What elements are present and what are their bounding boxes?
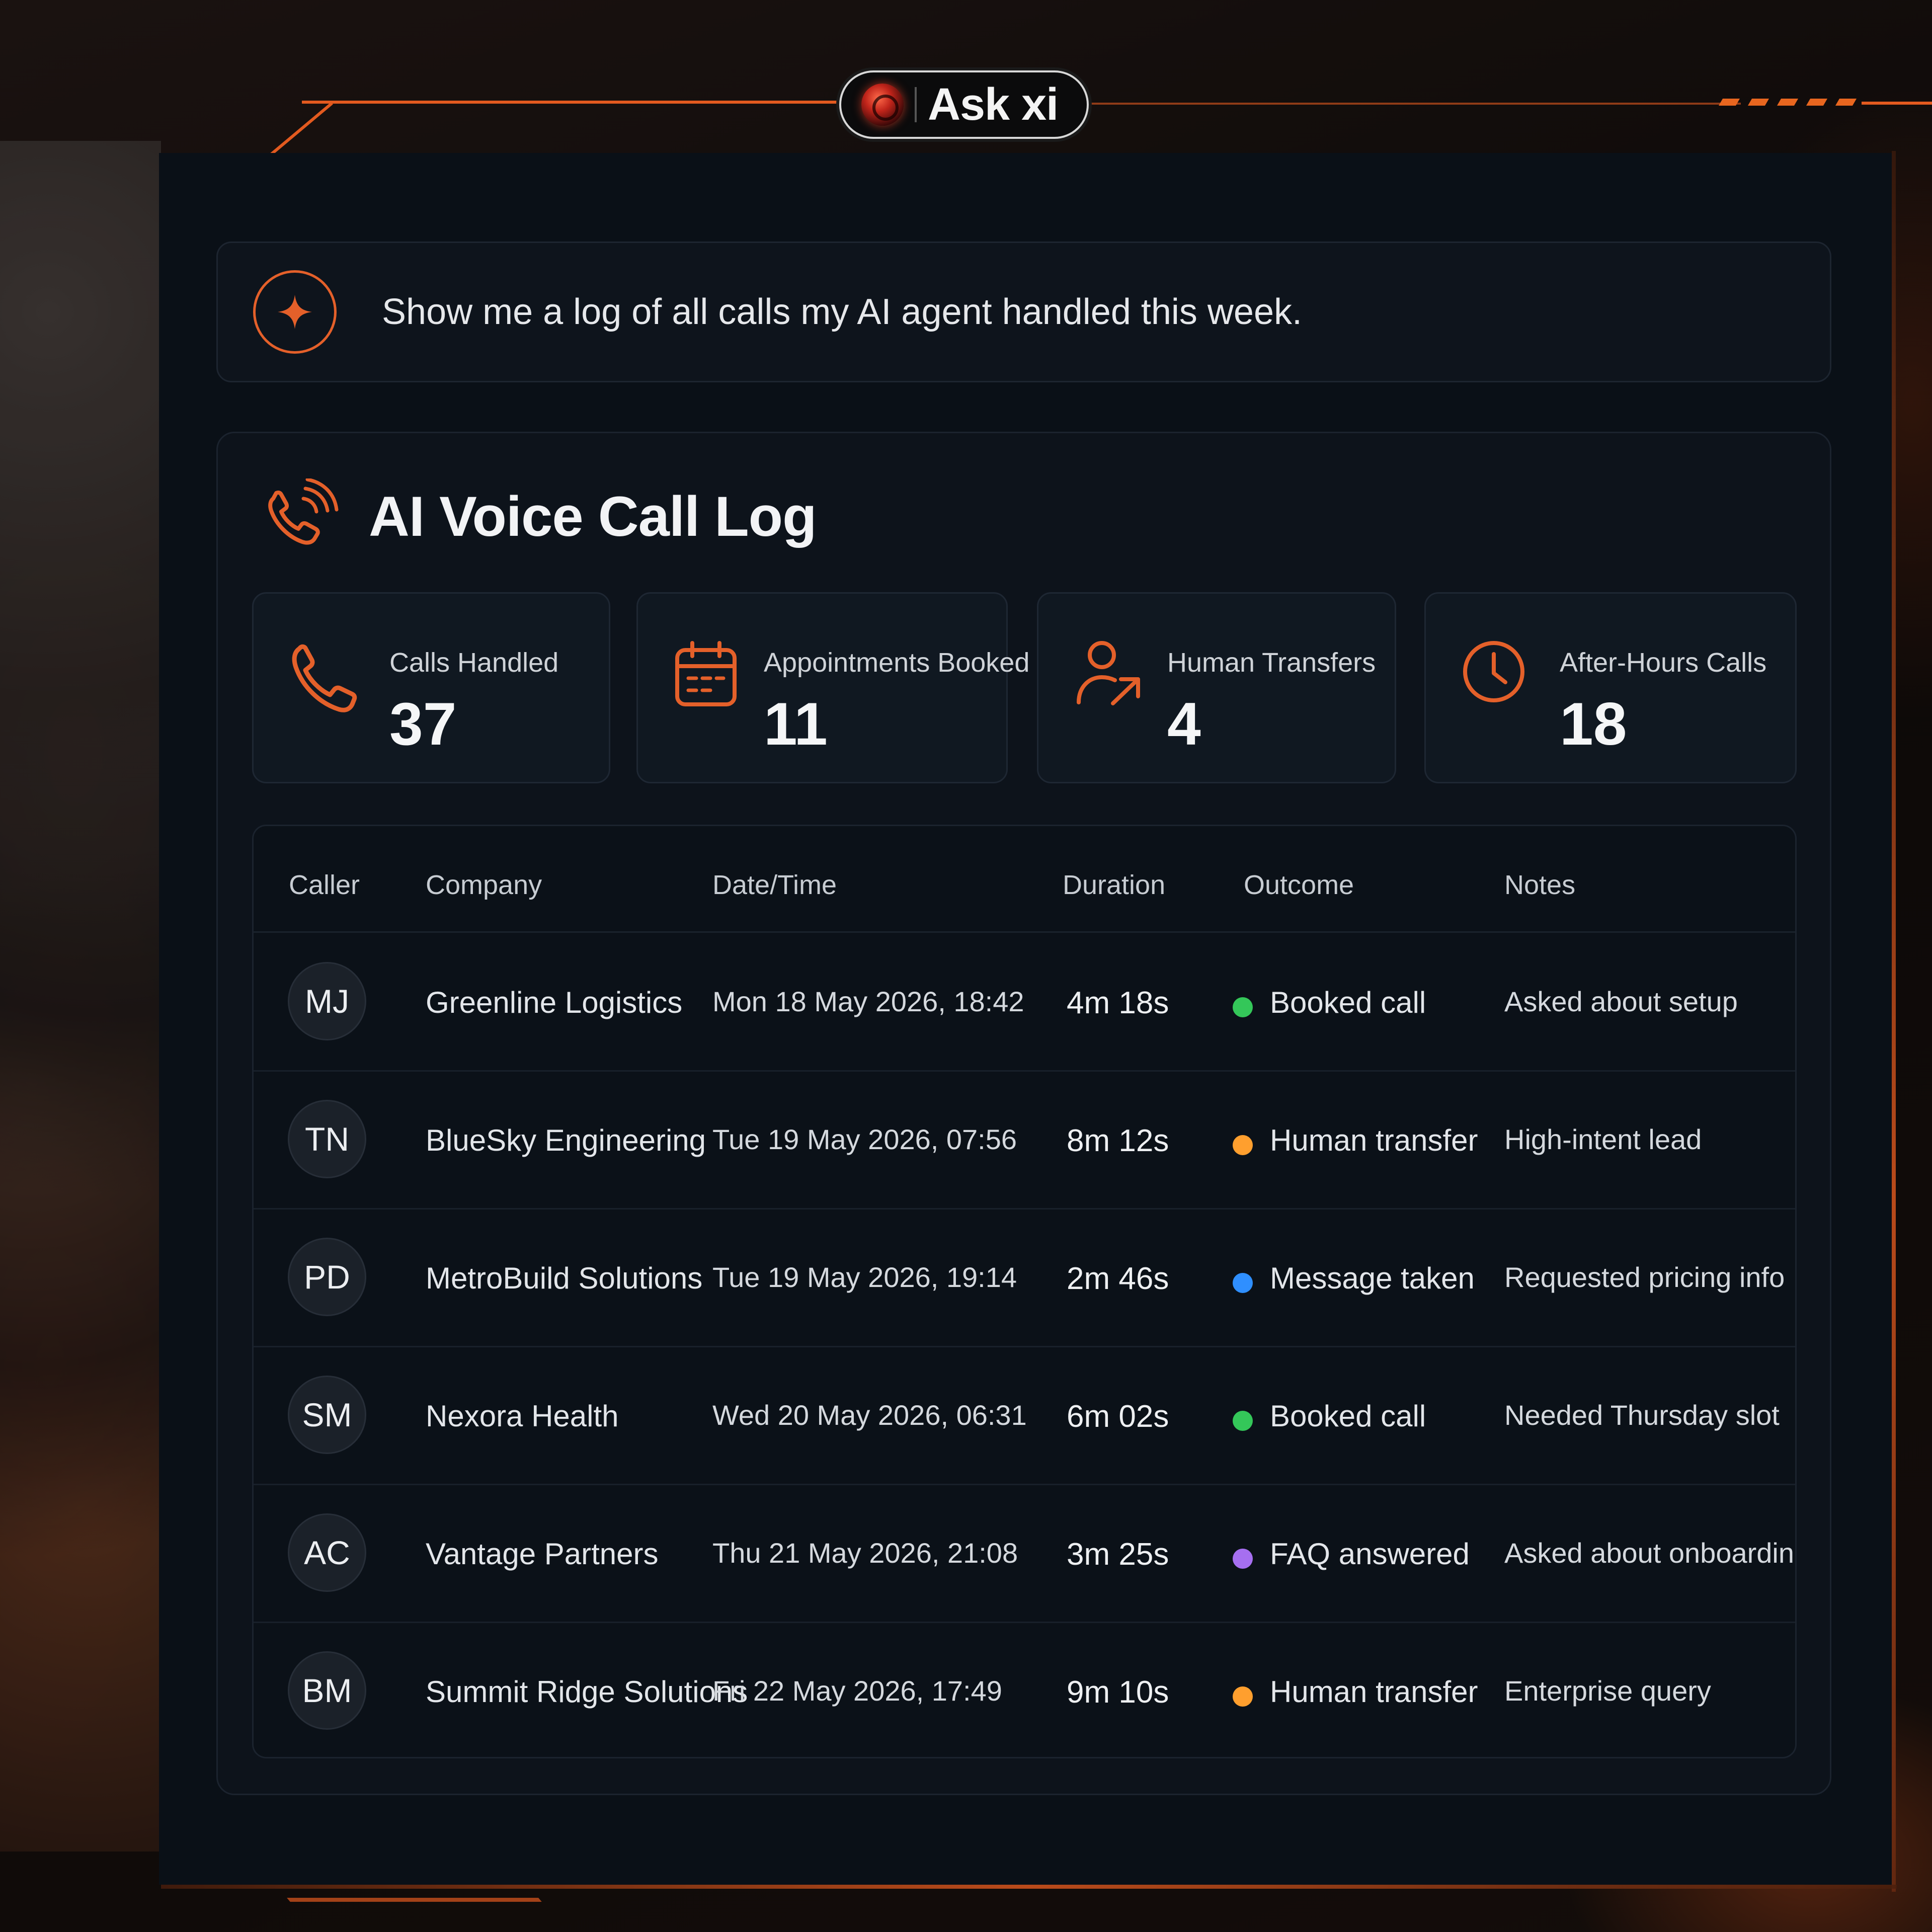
company-cell: Vantage Partners: [426, 1537, 659, 1571]
caller-avatar: BM: [288, 1651, 366, 1730]
sparkle-icon: [253, 270, 337, 354]
duration-cell: 3m 25s: [1067, 1537, 1169, 1572]
outcome-cell: Human transfer: [1270, 1675, 1478, 1709]
call-log-table: Caller Company Date/Time Duration Outcom…: [252, 825, 1797, 1758]
outcome-cell: FAQ answered: [1270, 1537, 1470, 1571]
company-cell: Nexora Health: [426, 1399, 619, 1433]
stat-value: 4: [1167, 690, 1201, 758]
datetime-cell: Tue 19 May 2026, 19:14: [712, 1261, 1017, 1293]
caller-avatar: PD: [288, 1238, 366, 1316]
stat-label: Appointments Booked: [764, 648, 1030, 678]
outcome-status-dot: [1233, 1549, 1253, 1569]
column-header-caller[interactable]: Caller: [289, 870, 360, 900]
stat-label: Human Transfers: [1167, 648, 1376, 678]
divider: [915, 87, 917, 122]
datetime-cell: Thu 21 May 2026, 21:08: [712, 1537, 1018, 1569]
stat-value: 18: [1560, 690, 1627, 758]
calendar-icon: [675, 641, 737, 706]
notes-cell: Needed Thursday slot: [1504, 1399, 1780, 1431]
datetime-cell: Mon 18 May 2026, 18:42: [712, 986, 1024, 1017]
outcome-status-dot: [1233, 1686, 1253, 1707]
frame-line: [1087, 103, 1741, 105]
company-cell: Summit Ridge Solutions: [426, 1675, 748, 1709]
duration-cell: 2m 46s: [1067, 1261, 1169, 1296]
notes-cell: Asked about onboarding: [1504, 1537, 1797, 1569]
company-cell: BlueSky Engineering: [426, 1123, 706, 1157]
frame-line: [273, 1882, 542, 1902]
notes-cell: Enterprise query: [1504, 1675, 1711, 1707]
stat-label: Calls Handled: [389, 648, 559, 678]
prompt-message: Show me a log of all calls my AI agent h…: [216, 242, 1831, 382]
ask-xi-header[interactable]: Ask xi: [839, 70, 1089, 139]
call-log-card: AI Voice Call Log Calls Handled 37: [216, 432, 1831, 1795]
outcome-cell: Booked call: [1270, 1399, 1426, 1433]
prompt-text: Show me a log of all calls my AI agent h…: [382, 292, 1303, 332]
outcome-status-dot: [1233, 1411, 1253, 1431]
outcome-status-dot: [1233, 997, 1253, 1017]
company-cell: MetroBuild Solutions: [426, 1261, 703, 1295]
outcome-status-dot: [1233, 1135, 1253, 1155]
notes-cell: Asked about setup: [1504, 986, 1738, 1017]
phone-waves-icon: [268, 478, 339, 545]
column-header-datetime[interactable]: Date/Time: [712, 870, 837, 900]
app-title: Ask xi: [928, 79, 1059, 130]
duration-cell: 9m 10s: [1067, 1675, 1169, 1710]
column-header-duration[interactable]: Duration: [1063, 870, 1166, 900]
column-header-company[interactable]: Company: [426, 870, 542, 900]
user-transfer-icon: [1077, 641, 1140, 705]
outcome-status-dot: [1233, 1273, 1253, 1293]
caller-avatar: AC: [288, 1513, 366, 1592]
card-title: AI Voice Call Log: [369, 485, 817, 548]
frame-line: [161, 1885, 1897, 1889]
rock-texture: [0, 141, 161, 1852]
outcome-cell: Booked call: [1270, 986, 1426, 1019]
orb-logo-icon: [861, 84, 904, 126]
datetime-cell: Fri 22 May 2026, 17:49: [712, 1675, 1002, 1707]
column-header-notes[interactable]: Notes: [1504, 870, 1576, 900]
table-row[interactable]: AC Vantage Partners Thu 21 May 2026, 21:08…: [254, 1484, 1795, 1623]
stats-row: Calls Handled 37 Appointments Booked 11: [252, 592, 1797, 783]
table-row[interactable]: SM Nexora Health Wed 20 May 2026, 06:31 6m …: [254, 1346, 1795, 1485]
phone-icon: [292, 644, 357, 712]
company-cell: Greenline Logistics: [426, 986, 683, 1019]
caller-avatar: MJ: [288, 962, 366, 1040]
caller-avatar: SM: [288, 1376, 366, 1454]
stat-human-transfers: Human Transfers 4: [1037, 592, 1396, 783]
outcome-cell: Message taken: [1270, 1261, 1475, 1295]
column-header-outcome[interactable]: Outcome: [1244, 870, 1354, 900]
datetime-cell: Tue 19 May 2026, 07:56: [712, 1123, 1017, 1155]
stat-appointments-booked: Appointments Booked 11: [636, 592, 1029, 783]
clock-icon: [1463, 641, 1524, 702]
notes-cell: Requested pricing info: [1504, 1261, 1785, 1293]
outcome-cell: Human transfer: [1270, 1123, 1478, 1157]
table-row[interactable]: PD MetroBuild Solutions Tue 19 May 2026, 1…: [254, 1209, 1795, 1347]
notes-cell: High-intent lead: [1504, 1123, 1702, 1155]
frame-line: [1892, 151, 1896, 1892]
caller-avatar: TN: [288, 1100, 366, 1178]
frame-line: [302, 101, 840, 104]
stat-after-hours-calls: After-Hours Calls 18: [1424, 592, 1797, 783]
frame-line: [1862, 102, 1932, 105]
card-header: AI Voice Call Log: [258, 478, 817, 554]
datetime-cell: Wed 20 May 2026, 06:31: [712, 1399, 1027, 1431]
duration-cell: 4m 18s: [1067, 986, 1169, 1020]
table-header: Caller Company Date/Time Duration Outcom…: [254, 826, 1795, 933]
table-row[interactable]: MJ Greenline Logistics Mon 18 May 2026, 18…: [254, 933, 1795, 1072]
duration-cell: 8m 12s: [1067, 1123, 1169, 1158]
duration-cell: 6m 02s: [1067, 1399, 1169, 1434]
stat-value: 37: [389, 690, 457, 758]
stat-label: After-Hours Calls: [1560, 648, 1767, 678]
stat-value: 11: [764, 690, 828, 758]
stat-calls-handled: Calls Handled 37: [252, 592, 610, 783]
frame-dashes: [1718, 99, 1857, 106]
